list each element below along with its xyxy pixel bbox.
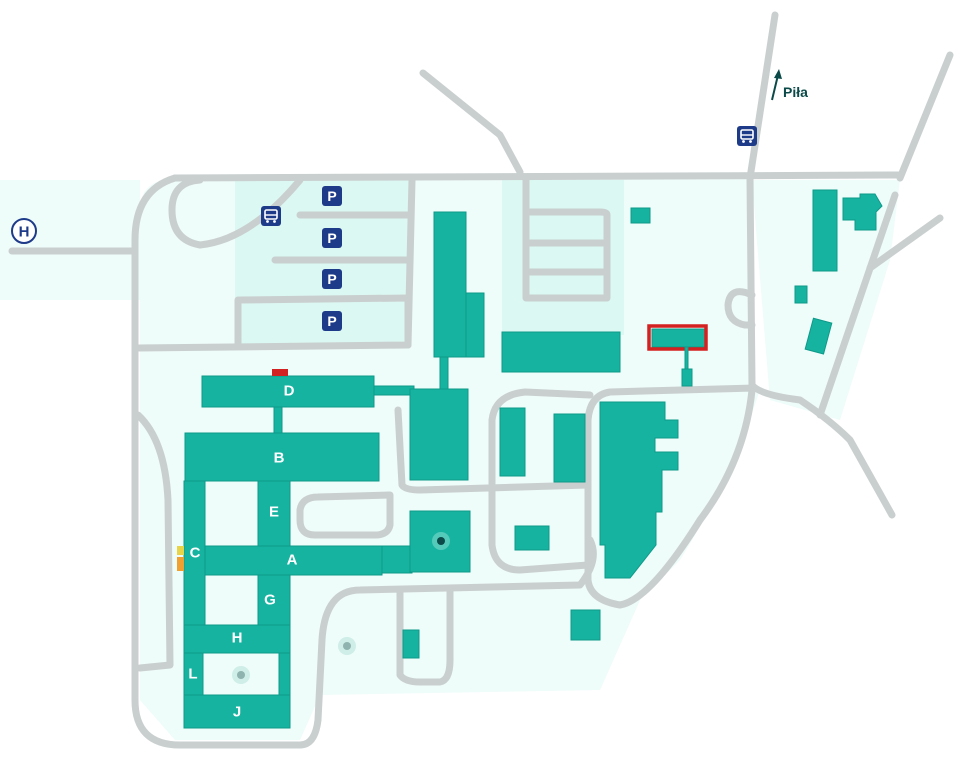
central-road (394, 406, 592, 494)
south-small-building[interactable] (402, 629, 420, 659)
connector-h-j (278, 652, 291, 696)
highlighted-building-entry (681, 368, 693, 387)
parking-badges: P P P P (322, 186, 342, 331)
inner-loop-road (488, 388, 594, 574)
label-e: E (269, 504, 279, 521)
connector-a-east (381, 545, 413, 574)
east-small-building[interactable] (794, 285, 808, 304)
parking-icon[interactable]: P (322, 311, 342, 331)
markers (177, 369, 450, 684)
building-b[interactable] (184, 432, 380, 482)
label-d: D (284, 383, 295, 400)
hospital-helipad-icon[interactable]: H (11, 218, 37, 244)
middle-building-1[interactable] (499, 407, 526, 477)
parking-icon[interactable]: P (322, 228, 342, 248)
label-b: B (274, 450, 285, 467)
small-square-building[interactable] (514, 525, 550, 551)
building-e[interactable] (257, 480, 291, 547)
connector-d-b (273, 406, 283, 434)
parking-label: P (327, 188, 336, 204)
northwest-diagonal-road (419, 69, 524, 176)
east-tall-building[interactable] (812, 189, 838, 272)
main-north-road (171, 171, 904, 182)
central-lower-building[interactable] (409, 388, 469, 481)
yellow-marker[interactable] (177, 546, 184, 555)
east-zone (752, 180, 900, 420)
hospital-label: H (19, 224, 30, 241)
east-short-road (866, 214, 944, 272)
building-labels: D B E C A G H L J (188, 383, 297, 721)
red-marker[interactable] (272, 369, 288, 376)
direction-pila[interactable]: Piła (771, 69, 808, 101)
parking-icon[interactable]: P (322, 269, 342, 289)
roads (8, 11, 954, 749)
destination-label: Piła (783, 84, 808, 100)
campus-cross-road (134, 176, 416, 352)
label-g: G (264, 592, 276, 609)
east-campus-curve (584, 384, 759, 609)
bus-stop-icon[interactable] (261, 206, 281, 226)
parking-label: P (327, 230, 336, 246)
central-tower-link (439, 356, 449, 390)
long-north-building[interactable] (501, 331, 621, 373)
bus-stop-icon[interactable] (737, 126, 757, 146)
highlighted-building[interactable] (651, 328, 706, 348)
buildings (183, 189, 883, 729)
east-cluster-building[interactable] (842, 193, 883, 231)
parking-icon[interactable]: P (322, 186, 342, 206)
highlighted-building-stem (684, 346, 689, 370)
north-arrow-head (774, 69, 782, 79)
connector-d-east (373, 385, 415, 396)
building-j[interactable] (183, 694, 291, 729)
parking-label: P (327, 313, 336, 329)
location-dot-icon[interactable] (432, 532, 450, 550)
central-tower-building[interactable] (433, 211, 467, 358)
south-square-building[interactable] (570, 609, 601, 641)
large-east-building[interactable] (599, 401, 679, 579)
east-turnaround (724, 288, 756, 329)
orange-marker[interactable] (177, 557, 184, 571)
small-loop-road (296, 491, 394, 539)
label-h: H (232, 630, 243, 647)
east-campus-road (748, 381, 896, 519)
south-branch-road (396, 586, 454, 686)
campus-west-loop (131, 174, 597, 749)
label-c: C (190, 545, 201, 562)
building-d[interactable] (201, 375, 375, 408)
road-to-pila (746, 11, 779, 389)
northeast-road (896, 51, 954, 182)
highlighted-building-frame (647, 324, 708, 351)
location-dot-icon[interactable] (338, 637, 356, 655)
building-h[interactable] (183, 624, 291, 654)
central-tower-annex (465, 292, 485, 358)
middle-building-2[interactable] (553, 413, 586, 483)
north-arrow-icon (771, 74, 779, 101)
location-dot-icon[interactable] (232, 666, 250, 684)
label-l: L (188, 666, 197, 683)
inner-west-road (134, 411, 174, 672)
east-rotated-building[interactable] (804, 317, 833, 355)
parking-label: P (327, 271, 336, 287)
label-a: A (287, 552, 298, 569)
east-diagonal-road (816, 191, 899, 419)
label-j: J (233, 704, 241, 721)
building-a[interactable] (204, 545, 383, 576)
small-north-building[interactable] (630, 207, 651, 224)
